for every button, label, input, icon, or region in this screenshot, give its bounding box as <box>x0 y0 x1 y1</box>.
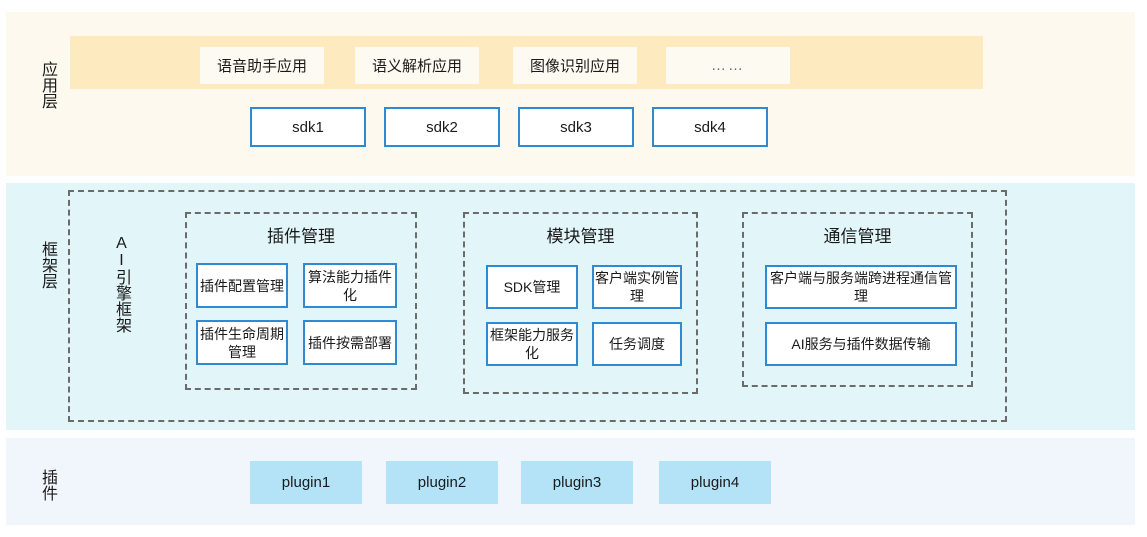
app-box-semantic-parsing[interactable]: 语义解析应用 <box>355 47 479 84</box>
group-title-plugin-management: 插件管理 <box>267 227 335 246</box>
cell-plugin-lifecycle-management[interactable]: 插件生命周期管理 <box>196 320 288 365</box>
sdk-box-1[interactable]: sdk1 <box>250 107 366 147</box>
plugin-box-4[interactable]: plugin4 <box>659 461 771 504</box>
application-layer-label: 应用层 <box>39 61 56 109</box>
group-plugin-management <box>185 212 417 390</box>
cell-plugin-on-demand-deployment[interactable]: 插件按需部署 <box>303 320 397 365</box>
group-communication-management <box>742 212 973 387</box>
plugin-box-1[interactable]: plugin1 <box>250 461 362 504</box>
cell-sdk-management[interactable]: SDK管理 <box>486 265 578 309</box>
cell-algorithm-capability-pluginization[interactable]: 算法能力插件化 <box>303 263 397 308</box>
app-box-image-recognition[interactable]: 图像识别应用 <box>513 47 637 84</box>
cell-client-instance-management[interactable]: 客户端实例管理 <box>592 265 682 309</box>
plugin-layer-label: 插件 <box>39 468 56 501</box>
group-title-module-management: 模块管理 <box>546 227 615 246</box>
cell-client-server-cross-process-communication[interactable]: 客户端与服务端跨进程通信管理 <box>765 265 957 309</box>
ai-engine-framework-label: AI引擎框架 <box>113 235 130 333</box>
sdk-box-3[interactable]: sdk3 <box>518 107 634 147</box>
cell-plugin-config-management[interactable]: 插件配置管理 <box>196 263 288 308</box>
plugin-box-3[interactable]: plugin3 <box>521 461 633 504</box>
group-title-communication-management: 通信管理 <box>823 227 892 246</box>
ai-engine-framework-container <box>68 190 1007 422</box>
cell-ai-service-plugin-data-transfer[interactable]: AI服务与插件数据传输 <box>765 322 957 366</box>
cell-framework-capability-servitization[interactable]: 框架能力服务化 <box>486 322 578 366</box>
group-module-management <box>463 212 698 394</box>
app-box-ellipsis: …… <box>666 47 790 84</box>
cell-task-scheduling[interactable]: 任务调度 <box>592 322 682 366</box>
plugin-box-2[interactable]: plugin2 <box>386 461 498 504</box>
sdk-box-4[interactable]: sdk4 <box>652 107 768 147</box>
sdk-box-2[interactable]: sdk2 <box>384 107 500 147</box>
framework-layer-label: 框架层 <box>39 241 56 289</box>
app-box-voice-assistant[interactable]: 语音助手应用 <box>200 47 324 84</box>
